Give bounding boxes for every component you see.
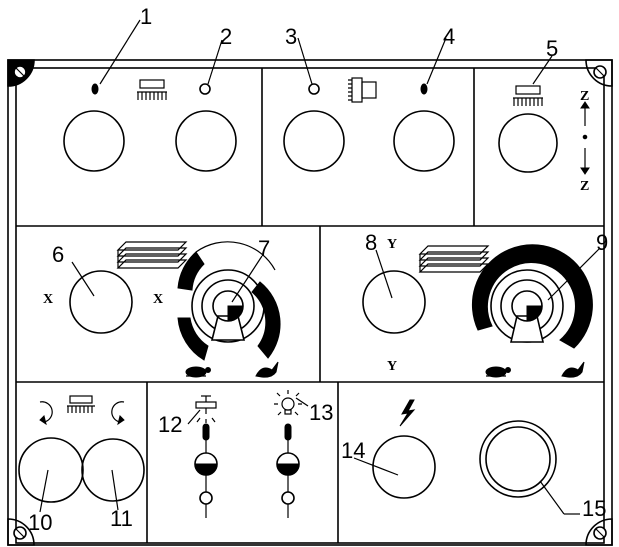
callout-4: 4 <box>443 24 455 49</box>
indicator-1 <box>91 83 99 95</box>
panel-outer-frame <box>7 59 613 546</box>
x-speed-dial[interactable] <box>177 241 281 361</box>
coolant-switch[interactable] <box>194 452 218 476</box>
x-axis-label-left: X <box>43 292 53 307</box>
slides-icon-y <box>418 245 490 273</box>
button-8[interactable] <box>362 270 426 334</box>
z-axis-label-bottom: Z <box>580 179 589 194</box>
button-5[interactable] <box>498 113 558 173</box>
panel-inner-frame <box>15 67 605 544</box>
rotate-cw-icon <box>111 401 125 426</box>
button-14[interactable] <box>372 435 436 499</box>
tortoise-icon <box>185 366 211 378</box>
slides-icon <box>116 241 188 269</box>
button-11[interactable] <box>81 438 145 502</box>
button-15-outer[interactable] <box>479 420 557 498</box>
callout-8: 8 <box>365 230 377 255</box>
indicator-2 <box>199 83 211 95</box>
chuck-icon <box>348 77 377 103</box>
callout-leaders <box>39 19 601 515</box>
callout-14: 14 <box>341 438 365 463</box>
lamp-icon <box>274 390 302 416</box>
indicator-3 <box>308 83 320 95</box>
callout-12: 12 <box>158 412 182 437</box>
button-4[interactable] <box>393 110 455 172</box>
lightning-icon <box>399 399 416 427</box>
z-axis-label-top: Z <box>580 89 589 104</box>
callout-9: 9 <box>596 230 608 255</box>
button-6[interactable] <box>69 270 133 334</box>
callout-13: 13 <box>309 400 333 425</box>
button-15-inner[interactable] <box>485 426 551 492</box>
brush-icon-z <box>513 85 543 106</box>
rabbit-icon-y <box>561 361 585 378</box>
callout-6: 6 <box>52 242 64 267</box>
rotate-ccw-icon <box>39 401 53 426</box>
corner-screw-bottom-left <box>7 518 35 546</box>
callout-1: 1 <box>140 4 152 29</box>
callout-2: 2 <box>220 24 232 49</box>
coolant-indicator <box>202 423 210 441</box>
rabbit-icon <box>255 361 279 378</box>
lamp-indicator <box>284 423 292 441</box>
button-3[interactable] <box>283 110 345 172</box>
corner-screw-bottom-right <box>585 518 613 546</box>
callout-10: 10 <box>28 510 52 535</box>
x-axis-label-right: X <box>153 292 163 307</box>
callout-7: 7 <box>258 236 270 261</box>
corner-screw-top-right <box>585 59 613 87</box>
tap-icon <box>195 395 217 423</box>
corner-screw-top-left <box>7 59 35 87</box>
button-10[interactable] <box>18 437 84 503</box>
brush-icon-rot <box>67 395 95 413</box>
callout-5: 5 <box>546 36 558 61</box>
button-2[interactable] <box>175 110 237 172</box>
tortoise-icon-y <box>485 366 511 378</box>
y-speed-dial[interactable] <box>471 244 593 349</box>
y-axis-label-top: Y <box>387 237 397 252</box>
indicator-4 <box>420 83 428 95</box>
coolant-off-indicator <box>199 491 213 505</box>
brush-icon <box>137 79 167 100</box>
button-1[interactable] <box>63 110 125 172</box>
lamp-switch[interactable] <box>276 452 300 476</box>
lamp-off-indicator <box>281 491 295 505</box>
callout-15: 15 <box>582 496 606 521</box>
callout-3: 3 <box>285 24 297 49</box>
callout-11: 11 <box>110 506 133 531</box>
y-axis-label-bottom: Y <box>387 359 397 374</box>
